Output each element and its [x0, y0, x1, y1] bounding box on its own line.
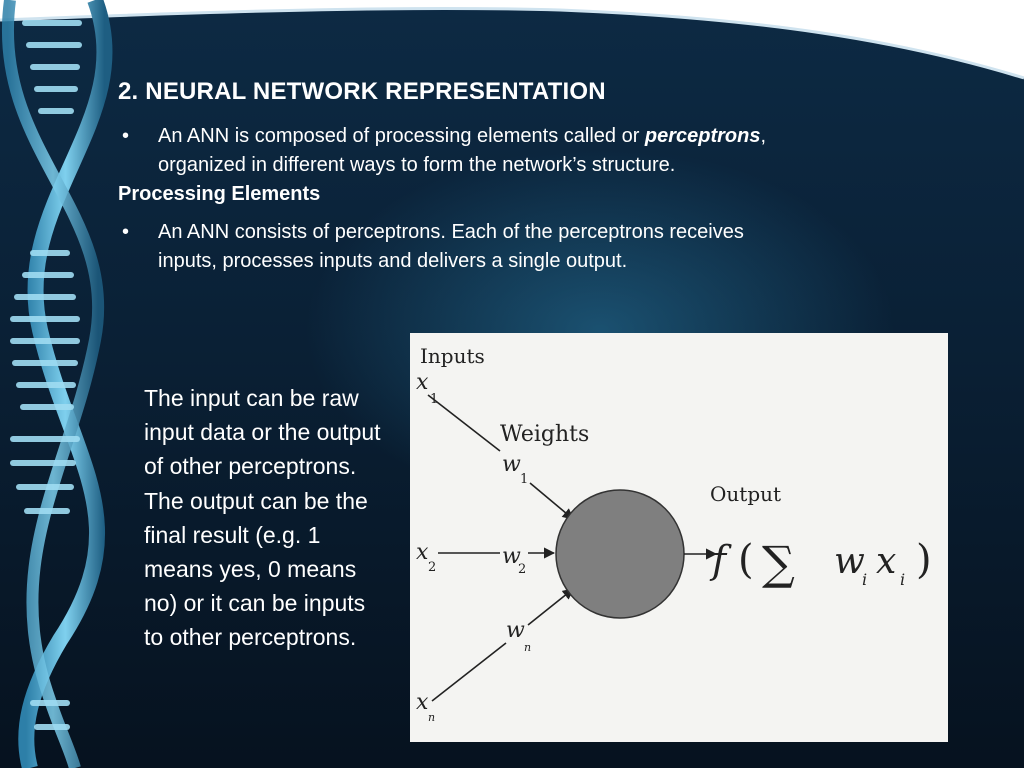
slide-title: 2. NEURAL NETWORK REPRESENTATION: [118, 78, 606, 105]
weight-wn-subscript: n: [524, 641, 531, 654]
bullet-marker: •: [122, 125, 130, 147]
bullet-text-line1: An ANN consists of perceptrons. Each of …: [158, 221, 744, 243]
formula-open-paren: (: [738, 537, 754, 583]
label-output: Output: [710, 482, 781, 506]
weight-wn-symbol: w: [506, 618, 525, 643]
side-explanation-text: The input can be raw input data or the o…: [144, 385, 381, 651]
bullet-text-before: An ANN is composed of processing element…: [158, 125, 645, 147]
formula-sum: ∑: [762, 536, 795, 590]
emphasis-perceptrons: perceptrons: [644, 125, 761, 147]
formula-close-paren: ): [916, 537, 932, 583]
arrow-wn-to-neuron: [527, 588, 574, 626]
formula-f: f: [709, 538, 732, 582]
input-xn-symbol: x: [416, 690, 429, 715]
bullet-text-after: ,: [760, 125, 767, 147]
weight-w1-symbol: w: [502, 452, 521, 477]
perceptron-diagram: Inputs Weights Output x 1 x 2 x n w 1 w …: [410, 333, 948, 742]
bullet-text-line2: organized in different ways to form the …: [158, 154, 676, 176]
dna-helix-decoration: [2, 0, 113, 768]
formula-x-subscript: i: [900, 570, 905, 589]
arrow-xn-to-wn: [431, 642, 507, 702]
subheading-processing-elements: Processing Elements: [118, 183, 321, 205]
formula-w-subscript: i: [862, 570, 867, 589]
neuron-node: [555, 489, 685, 619]
weight-w2-subscript: 2: [518, 562, 526, 577]
arrow-x1-to-w1: [427, 394, 501, 452]
bullet-text: An ANN consists of perceptrons. Each of …: [158, 218, 958, 276]
input-x2-symbol: x: [416, 540, 429, 565]
input-x2-subscript: 2: [428, 560, 436, 575]
label-inputs: Inputs: [420, 344, 485, 368]
input-x1-symbol: x: [416, 370, 429, 395]
label-weights: Weights: [500, 422, 589, 447]
weight-w2-symbol: w: [502, 544, 521, 569]
arrow-w1-to-neuron: [529, 482, 574, 520]
input-xn-subscript: n: [428, 711, 435, 724]
formula-x: x: [876, 541, 896, 582]
bullet-text: An ANN is composed of processing element…: [158, 122, 958, 180]
bullet-text-line2: inputs, processes inputs and delivers a …: [158, 250, 628, 272]
perceptron-diagram-svg: Inputs Weights Output x 1 x 2 x n w 1 w …: [416, 344, 932, 724]
decorative-top-curve: [0, 0, 1024, 80]
formula-w: w: [834, 541, 865, 582]
bullet-marker: •: [122, 221, 130, 243]
weight-w1-subscript: 1: [520, 472, 528, 487]
